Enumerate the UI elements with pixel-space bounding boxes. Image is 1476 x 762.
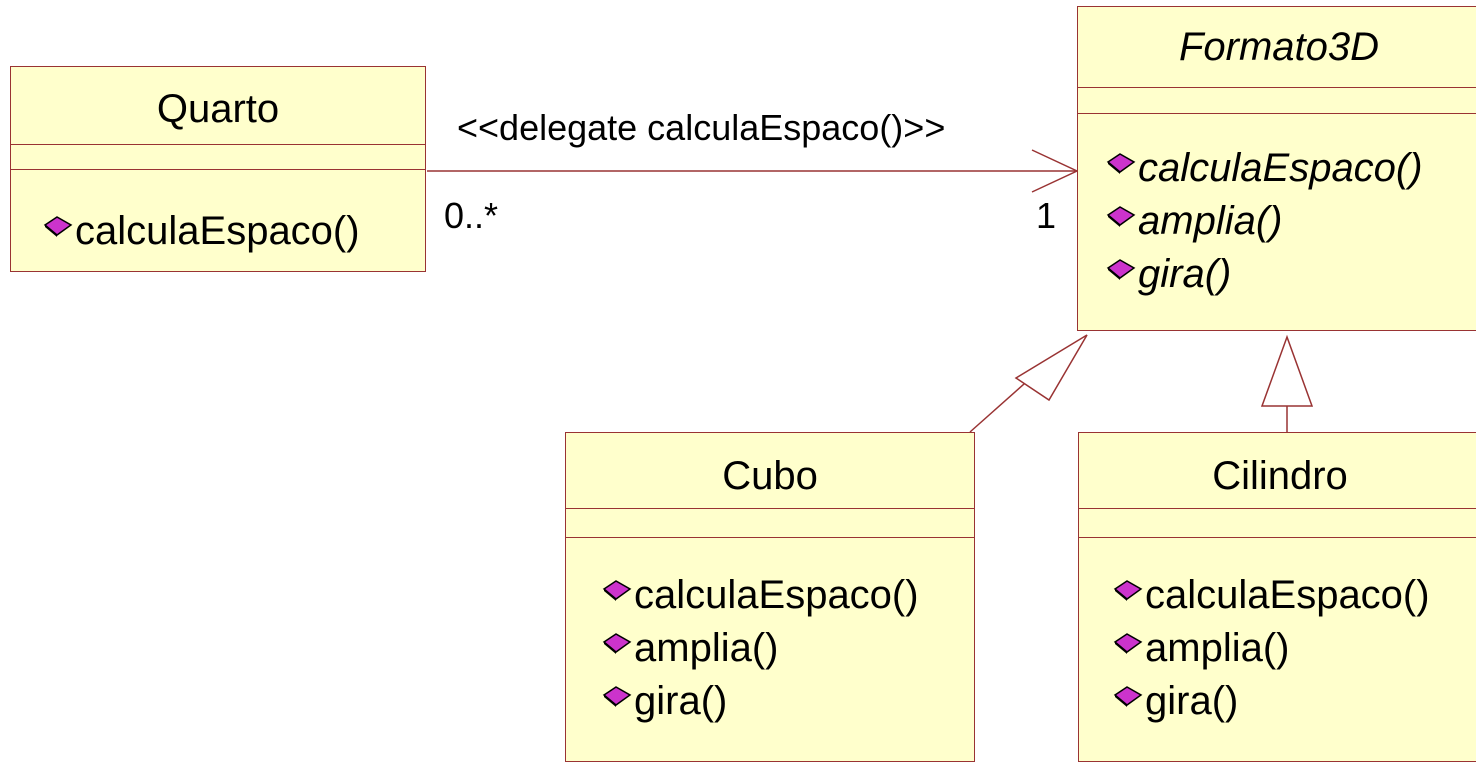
class-name: Formato3D (1178, 25, 1380, 69)
attributes-separator (1078, 87, 1476, 88)
operations-separator (11, 169, 425, 170)
operation-item[interactable]: calculaEspaco() (43, 205, 360, 258)
operation-diamond-icon (43, 215, 73, 237)
generalization-line-cubo (969, 375, 1034, 433)
operations-list: calculaEspaco() (43, 205, 360, 258)
operation-diamond-icon (602, 579, 632, 601)
operation-label: gira() (634, 679, 728, 723)
operations-separator (1078, 113, 1476, 114)
operation-item[interactable]: gira() (1106, 248, 1423, 301)
operations-separator (566, 537, 974, 538)
operation-label: gira() (1138, 252, 1232, 296)
operation-item[interactable]: calculaEspaco() (1113, 569, 1430, 622)
operation-label: amplia() (1138, 199, 1283, 243)
operation-diamond-icon (1106, 152, 1136, 174)
operation-item[interactable]: gira() (1113, 675, 1430, 728)
operation-item[interactable]: amplia() (602, 622, 919, 675)
generalization-triangle-cilindro (1260, 334, 1314, 407)
class-name: Cilindro (1212, 454, 1348, 498)
operation-diamond-icon (602, 632, 632, 654)
operation-label: amplia() (1145, 626, 1290, 670)
operation-label: calculaEspaco() (1138, 146, 1423, 190)
operation-label: gira() (1145, 679, 1239, 723)
operations-list: calculaEspaco() amplia() gira() (602, 569, 919, 728)
attributes-separator (566, 508, 974, 509)
class-cubo[interactable]: Cubo calculaEspaco() amplia() gira() (565, 432, 975, 762)
operation-diamond-icon (1106, 258, 1136, 280)
operation-item[interactable]: amplia() (1106, 195, 1423, 248)
class-name: Cubo (722, 454, 818, 498)
operation-diamond-icon (1113, 579, 1143, 601)
source-multiplicity-label: 0..* (444, 195, 499, 236)
attributes-separator (11, 144, 425, 145)
operation-label: calculaEspaco() (1145, 573, 1430, 617)
class-name: Quarto (156, 87, 280, 131)
operations-list: calculaEspaco() amplia() gira() (1113, 569, 1430, 728)
operation-label: amplia() (634, 626, 779, 670)
operation-item[interactable]: amplia() (1113, 622, 1430, 675)
operation-diamond-icon (1113, 632, 1143, 654)
attributes-separator (1079, 508, 1476, 509)
operation-diamond-icon (602, 685, 632, 707)
class-quarto[interactable]: Quarto calculaEspaco() (10, 66, 426, 272)
class-cilindro[interactable]: Cilindro calculaEspaco() amplia() gira() (1078, 432, 1476, 762)
association-stereotype-label: <<delegate calculaEspaco()>> (457, 107, 946, 148)
operation-label: calculaEspaco() (634, 573, 919, 617)
operation-diamond-icon (1113, 685, 1143, 707)
target-multiplicity-label: 1 (1036, 195, 1057, 236)
generalization-triangle-cubo (1014, 334, 1088, 402)
operation-item[interactable]: calculaEspaco() (1106, 142, 1423, 195)
operations-list: calculaEspaco() amplia() gira() (1106, 142, 1423, 301)
operation-item[interactable]: calculaEspaco() (602, 569, 919, 622)
operation-label: calculaEspaco() (75, 209, 360, 253)
class-formato3d[interactable]: Formato3D calculaEspaco() amplia() gira(… (1077, 6, 1476, 331)
operation-item[interactable]: gira() (602, 675, 919, 728)
operation-diamond-icon (1106, 205, 1136, 227)
operations-separator (1079, 537, 1476, 538)
